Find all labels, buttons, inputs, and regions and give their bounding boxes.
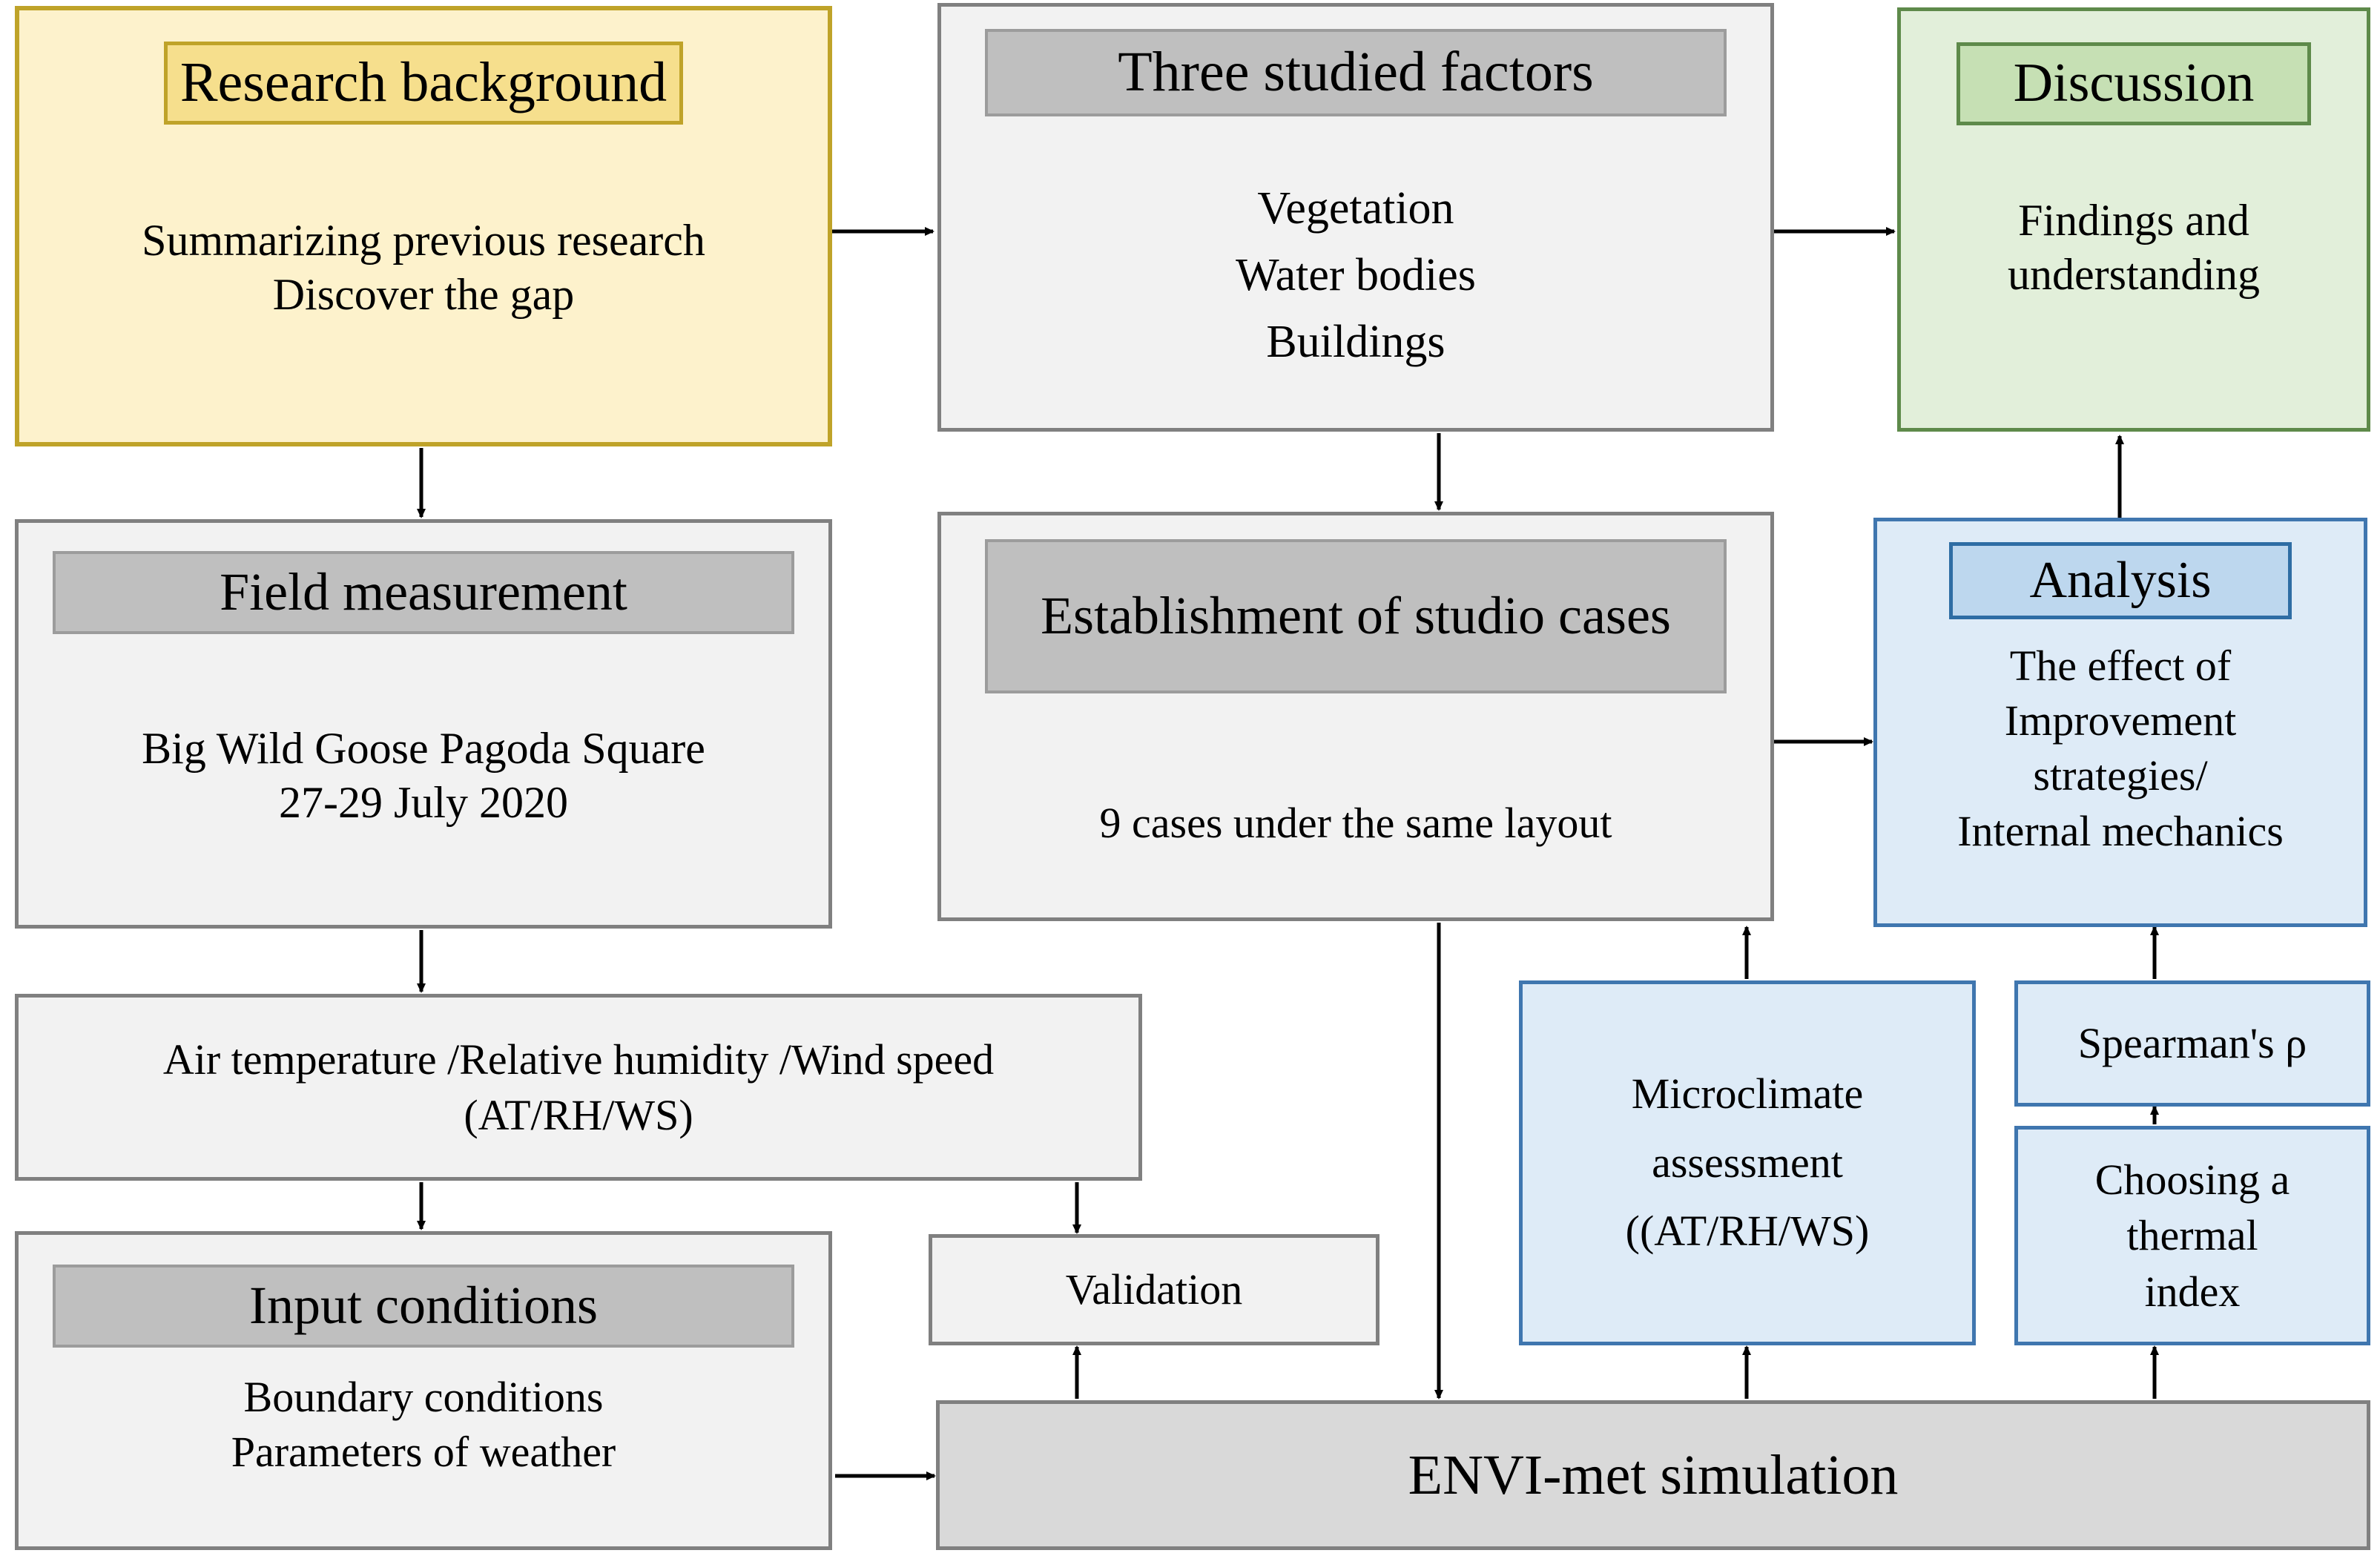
microclimate-assessment-body: Microclimate assessment ((AT/RH/WS) bbox=[1626, 1060, 1870, 1266]
input-conditions-line2: Parameters of weather bbox=[231, 1428, 616, 1477]
analysis-line3: strategies/ bbox=[2033, 751, 2208, 800]
measured-variables-line2: (AT/RH/WS) bbox=[464, 1091, 693, 1139]
field-measurement-body: Big Wild Goose Pagoda Square 27-29 July … bbox=[142, 722, 705, 830]
validation-label: Validation bbox=[1065, 1265, 1243, 1313]
input-conditions-header: Input conditions bbox=[53, 1265, 794, 1348]
node-three-studied-factors[interactable]: Three studied factors Vegetation Water b… bbox=[937, 3, 1774, 432]
field-measurement-header: Field measurement bbox=[53, 551, 794, 634]
node-discussion[interactable]: Discussion Findings and understanding bbox=[1897, 7, 2370, 432]
input-conditions-line1: Boundary conditions bbox=[243, 1373, 604, 1421]
thermal-index-body: Choosing a thermal index bbox=[2095, 1152, 2290, 1319]
node-choosing-thermal-index[interactable]: Choosing a thermal index bbox=[2014, 1126, 2370, 1345]
thermal-index-line2: thermal bbox=[2126, 1211, 2258, 1260]
node-input-conditions[interactable]: Input conditions Boundary conditions Par… bbox=[15, 1231, 832, 1550]
analysis-body: The effect of Improvement strategies/ In… bbox=[1957, 639, 2284, 859]
thermal-index-line1: Choosing a bbox=[2094, 1155, 2290, 1204]
establishment-cases-header: Establishment of studio cases bbox=[985, 539, 1727, 693]
analysis-line2: Improvement bbox=[2004, 696, 2237, 745]
node-envi-met-simulation[interactable]: ENVI-met simulation bbox=[936, 1400, 2370, 1550]
factor-water-bodies: Water bodies bbox=[1236, 249, 1476, 300]
discussion-line1: Findings and bbox=[2018, 196, 2249, 245]
discussion-header: Discussion bbox=[1957, 42, 2311, 125]
input-conditions-body: Boundary conditions Parameters of weathe… bbox=[231, 1370, 616, 1480]
microclimate-line1: Microclimate bbox=[1631, 1069, 1864, 1118]
spearman-label: Spearman's ρ bbox=[2077, 1018, 2307, 1067]
measured-variables-body: Air temperature /Relative humidity /Wind… bbox=[163, 1032, 994, 1144]
discussion-body: Findings and understanding bbox=[2008, 194, 2260, 302]
three-studied-factors-header: Three studied factors bbox=[985, 29, 1727, 116]
node-field-measurement[interactable]: Field measurement Big Wild Goose Pagoda … bbox=[15, 519, 832, 929]
factor-buildings: Buildings bbox=[1266, 316, 1446, 367]
node-spearman-rho[interactable]: Spearman's ρ bbox=[2014, 980, 2370, 1107]
node-establishment-of-studio-cases[interactable]: Establishment of studio cases 9 cases un… bbox=[937, 512, 1774, 921]
node-measured-variables[interactable]: Air temperature /Relative humidity /Wind… bbox=[15, 994, 1142, 1181]
research-background-line2: Discover the gap bbox=[272, 270, 575, 320]
research-background-body: Summarizing previous research Discover t… bbox=[142, 214, 705, 322]
establishment-cases-line1: 9 cases under the same layout bbox=[1099, 799, 1612, 847]
analysis-line4: Internal mechanics bbox=[1957, 806, 2284, 855]
node-analysis[interactable]: Analysis The effect of Improvement strat… bbox=[1873, 518, 2367, 927]
microclimate-line2: assessment bbox=[1652, 1138, 1843, 1187]
envi-met-label: ENVI-met simulation bbox=[1408, 1443, 1899, 1506]
analysis-header: Analysis bbox=[1949, 542, 2292, 619]
node-microclimate-assessment[interactable]: Microclimate assessment ((AT/RH/WS) bbox=[1519, 980, 1976, 1345]
establishment-cases-body: 9 cases under the same layout bbox=[1100, 797, 1612, 850]
node-research-background[interactable]: Research background Summarizing previous… bbox=[15, 6, 832, 446]
measured-variables-line1: Air temperature /Relative humidity /Wind… bbox=[162, 1035, 995, 1084]
analysis-line1: The effect of bbox=[2009, 642, 2232, 690]
research-background-line1: Summarizing previous research bbox=[142, 216, 705, 265]
thermal-index-line3: index bbox=[2144, 1267, 2241, 1316]
node-validation[interactable]: Validation bbox=[929, 1234, 1379, 1345]
research-background-header: Research background bbox=[164, 42, 683, 125]
field-measurement-location: Big Wild Goose Pagoda Square bbox=[142, 724, 705, 773]
three-studied-factors-body: Vegetation Water bodies Buildings bbox=[1236, 176, 1476, 376]
field-measurement-dates: 27-29 July 2020 bbox=[278, 778, 568, 828]
factor-vegetation: Vegetation bbox=[1257, 183, 1454, 234]
discussion-line2: understanding bbox=[2008, 250, 2260, 300]
microclimate-line3: ((AT/RH/WS) bbox=[1625, 1207, 1870, 1256]
